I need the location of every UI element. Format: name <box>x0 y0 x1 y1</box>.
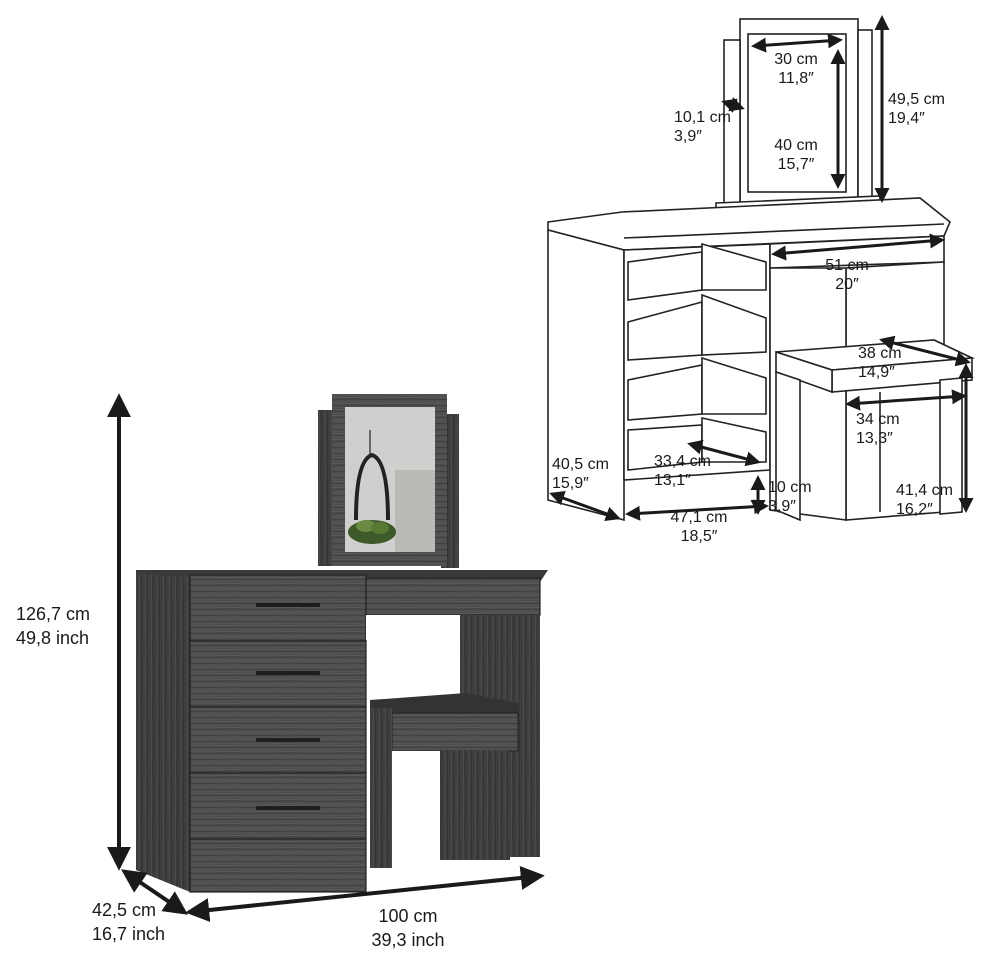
mirror-frame-depth-label: 10,1 cm 3,9″ <box>674 108 731 146</box>
mirror-width-label: 30 cm 11,8″ <box>766 50 826 88</box>
base-clearance-label: 10 cm 3,9″ <box>768 478 812 516</box>
width-dimension-line <box>185 866 545 922</box>
base-clearance-imperial: 3,9″ <box>768 498 796 515</box>
width-imperial: 39,3 inch <box>371 930 445 950</box>
drawer-depth-imperial: 13,1″ <box>654 472 691 489</box>
side-depth-label: 40,5 cm 15,9″ <box>552 455 609 493</box>
drawer-unit-width-label: 47,1 cm 18,5″ <box>664 508 734 546</box>
stool-depth-metric: 34 cm <box>856 411 900 428</box>
vanity-side-panel <box>136 573 190 892</box>
height-label: 126,7 cm 49,8 inch <box>16 602 90 650</box>
kneehole-width-imperial: 20″ <box>835 276 859 293</box>
stool-height-metric: 41,4 cm <box>896 482 953 499</box>
stool-height-imperial: 16,2″ <box>896 501 933 518</box>
depth-imperial: 16,7 inch <box>92 924 166 944</box>
side-depth-imperial: 15,9″ <box>552 475 589 492</box>
top-drawer <box>365 577 541 616</box>
mirror-height-imperial: 15,7″ <box>777 156 815 173</box>
drawer-depth-label: 33,4 cm 13,1″ <box>654 452 711 490</box>
stool <box>370 693 519 868</box>
kneehole-width-label: 51 cm 20″ <box>812 256 882 294</box>
drawer-column <box>189 574 367 893</box>
depth-dimension-line <box>121 869 188 915</box>
mirror-frame-depth-imperial: 3,9″ <box>674 128 702 145</box>
mirror-width-imperial: 11,8″ <box>778 70 814 87</box>
width-metric: 100 cm <box>378 906 438 926</box>
mirror-height-metric: 40 cm <box>774 137 818 154</box>
drawer-unit-width-imperial: 18,5″ <box>680 528 718 545</box>
mirror-frame-depth-metric: 10,1 cm <box>674 109 731 126</box>
stool-depth-label: 34 cm 13,3″ <box>856 410 900 448</box>
depth-label: 42,5 cm 16,7 inch <box>92 898 165 946</box>
height-metric: 126,7 cm <box>16 604 91 624</box>
mirror-total-height-label: 49,5 cm 19,4″ <box>888 90 945 128</box>
mirror-total-height-metric: 49,5 cm <box>888 91 945 108</box>
stool-depth-imperial: 13,3″ <box>856 430 893 447</box>
stool-width-metric: 38 cm <box>858 345 902 362</box>
stool-width-imperial: 14,9″ <box>858 364 895 381</box>
mirror-assembly <box>318 394 459 568</box>
side-depth-metric: 40,5 cm <box>552 456 609 473</box>
mirror-width-metric: 30 cm <box>774 51 818 68</box>
depth-metric: 42,5 cm <box>92 900 157 920</box>
mirror-height-label: 40 cm 15,7″ <box>766 136 826 174</box>
width-label: 100 cm 39,3 inch <box>358 904 458 952</box>
kneehole-width-metric: 51 cm <box>825 257 869 274</box>
drawer-unit-width-metric: 47,1 cm <box>670 509 728 526</box>
height-imperial: 49,8 inch <box>16 628 90 648</box>
drawer-depth-metric: 33,4 cm <box>654 453 711 470</box>
stool-height-label: 41,4 cm 16,2″ <box>896 481 953 519</box>
base-clearance-metric: 10 cm <box>768 479 812 496</box>
mirror-total-height-imperial: 19,4″ <box>888 110 925 127</box>
stool-width-label: 38 cm 14,9″ <box>858 344 902 382</box>
